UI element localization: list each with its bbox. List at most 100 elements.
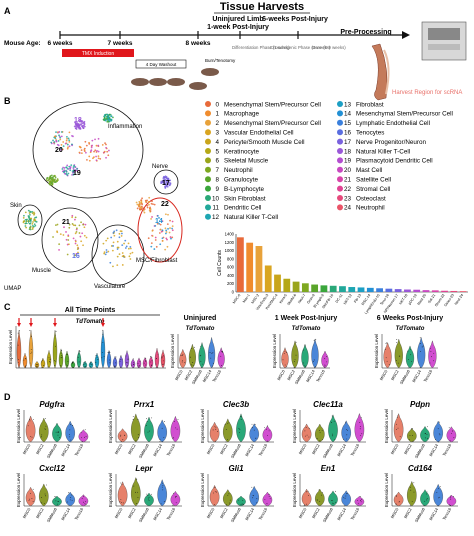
violin-dot [41, 361, 43, 363]
panel-b: B Inflammation Nerve Skin Muscle Vascula… [4, 96, 468, 315]
uninjured-title: Uninjured [184, 315, 217, 322]
violin-dot [427, 437, 429, 439]
violin-label: MSC0 [174, 368, 184, 381]
violin-dot [294, 367, 296, 369]
bar-Mast-20 [422, 290, 430, 292]
umap-point [74, 240, 77, 243]
violin-SMMus6 [144, 492, 154, 507]
mouse-age-label: Mouse Age: [4, 40, 41, 47]
highlight-arrow-head [53, 323, 57, 327]
violin-dot [224, 424, 226, 426]
violin-cluster-14 [100, 330, 106, 369]
violin-MSC14 [341, 420, 351, 443]
violin-MSC0 [209, 421, 220, 443]
umap-point [159, 243, 162, 246]
bar-Gran-8 [311, 284, 319, 292]
violin-dot [346, 428, 348, 430]
umap-point [49, 182, 51, 185]
violin-label: MSC0 [22, 442, 32, 455]
violin-dot [150, 356, 152, 358]
highlight-arrow-head [29, 323, 33, 327]
bar-category-label: Sat-21 [427, 293, 436, 304]
umap-point [97, 155, 100, 157]
umap-point [164, 248, 167, 251]
violin-MSC2 [394, 338, 403, 369]
umap-point [62, 141, 65, 143]
bar-category-label: Neut-24 [454, 293, 464, 306]
umap-point [63, 171, 65, 174]
violin-dot [410, 349, 412, 350]
violin-dot [25, 364, 27, 366]
violin-dot [238, 427, 240, 429]
violin-dot [359, 428, 361, 430]
violin-dot [175, 502, 177, 504]
violin-label: MSC2 [127, 442, 137, 455]
violin-SMMus6 [420, 426, 430, 443]
violin-dot [95, 355, 97, 356]
violin-dot [266, 428, 267, 430]
umap-point [108, 118, 110, 121]
legend-id-19: 19 [344, 158, 352, 165]
umap-point [169, 219, 171, 222]
umap-point [57, 144, 60, 147]
bar-Neut-7 [301, 283, 309, 292]
violin-dot [316, 499, 318, 501]
violin-dot [84, 363, 86, 365]
umap-point [138, 204, 141, 207]
bar-y-tick: 600 [227, 265, 235, 270]
legend-name-12: Natural Killer T-Cell [224, 214, 278, 221]
bar-category-label: NKT-12 [343, 293, 353, 305]
violin-dot [71, 494, 73, 496]
violin-dot [156, 358, 157, 360]
violin-dot [66, 354, 68, 355]
violin-label: Teno16 [315, 368, 326, 383]
umap-point [59, 233, 62, 236]
violin-dot [70, 424, 71, 426]
gene-title: Pdgfra [39, 400, 65, 409]
legend-id-6: 6 [215, 158, 219, 165]
violin-dot [126, 362, 128, 363]
violin-dot [143, 362, 145, 364]
violin-dot [60, 352, 62, 354]
violin-dot [36, 366, 38, 368]
violin-dot [313, 359, 315, 361]
violin-label: MSC0 [390, 442, 400, 455]
violin-dot [449, 504, 450, 506]
violin-dot [227, 439, 229, 440]
violin-dot [137, 497, 139, 498]
violin-dot [397, 415, 399, 417]
legend-name-17: Nerve Progenitor/Neuron [356, 139, 426, 146]
violin-dot [423, 505, 425, 506]
violin-Teno16 [262, 425, 273, 443]
violin-dot [127, 365, 129, 367]
age-8-weeks: 8 weeks [186, 40, 211, 47]
violin-dot [28, 500, 30, 501]
violin-y-label: Expression Level [8, 330, 13, 364]
umap-point [160, 230, 163, 233]
violin-dot [304, 430, 306, 432]
umap-point [72, 173, 75, 176]
violin-dot [410, 354, 411, 356]
violin-dot [305, 491, 307, 493]
umap-point [78, 224, 81, 227]
violin-dot [253, 429, 255, 431]
group-outline-inflammation [32, 101, 144, 199]
violin-dot [176, 428, 178, 430]
legend-swatch-10 [205, 195, 211, 201]
umap-point [58, 131, 61, 133]
umap-point [162, 180, 165, 183]
violin-dot [409, 439, 410, 441]
umap-point [76, 167, 78, 170]
umap-point [101, 144, 104, 146]
legend-name-18: Natural Killer T-Cell [356, 148, 410, 155]
violin-dot [67, 361, 69, 363]
all-time-points-gene: TdTomato [76, 319, 105, 325]
umap-point [27, 209, 30, 212]
umap-point [32, 211, 35, 214]
violin-dot [107, 352, 109, 353]
legend-name-16: Tenocytes [356, 130, 384, 137]
legend-name-22: Stromal Cell [356, 186, 390, 193]
umap-point [149, 210, 152, 212]
violin-dot [396, 423, 397, 425]
